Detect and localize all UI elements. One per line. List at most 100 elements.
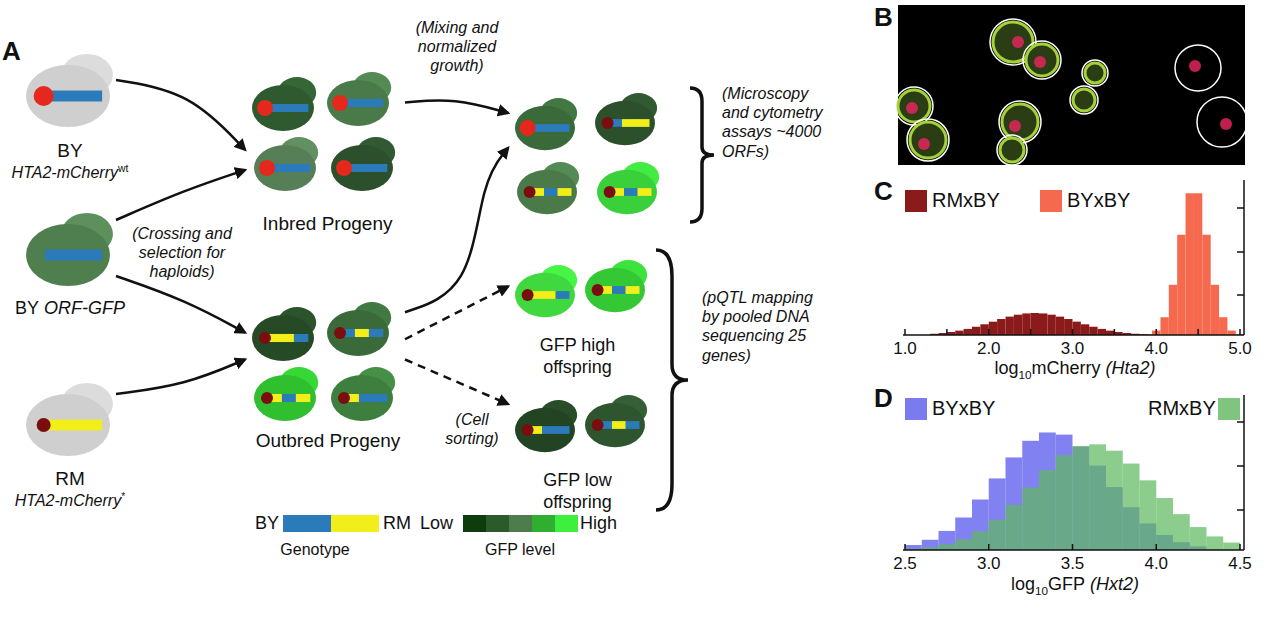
cell-body	[517, 170, 577, 214]
node-label: ORF-GFP	[44, 298, 125, 318]
label-text: 4.0	[1144, 554, 1168, 573]
histogram-bar	[1173, 514, 1190, 550]
legend-swatch	[905, 190, 927, 212]
text-line: 3.0	[964, 554, 1014, 574]
parent-strain: BYHTA2-mCherrywt	[22, 48, 116, 128]
text-line: HTA2-mCherry*	[0, 491, 140, 511]
text-line: Genotype	[265, 540, 365, 559]
genotype-bar	[556, 291, 570, 299]
text-line: 3.0	[1048, 339, 1098, 359]
node-label: BY	[57, 140, 82, 161]
histogram-bar	[1022, 441, 1039, 550]
label-text: 4.5	[1228, 554, 1252, 573]
label-text: 3.0	[977, 554, 1001, 573]
histogram-bar	[1056, 317, 1064, 335]
nucleus-signal	[1189, 60, 1201, 72]
label-text: C	[874, 176, 893, 206]
mixed-population: (Microscopy and cytometry assays ~4000 O…	[508, 85, 678, 225]
cell-body	[515, 273, 575, 317]
process-arrow	[405, 148, 508, 312]
histogram-bar	[1202, 235, 1210, 335]
node-label: GFP low offspring	[543, 470, 612, 512]
genotype-bar	[542, 426, 556, 434]
cell-body	[515, 408, 575, 452]
histogram-bar	[1047, 315, 1055, 335]
text-line: 4.0	[1131, 339, 1181, 359]
y-axis	[1243, 180, 1245, 335]
histone-marker	[524, 186, 536, 198]
text-line: (Cell sorting)	[436, 410, 508, 448]
cell-illustration	[245, 292, 405, 427]
x-axis	[903, 334, 1244, 336]
histone-marker	[37, 418, 51, 432]
histone-marker	[259, 160, 275, 176]
genotype-bar	[636, 119, 650, 127]
text-line: GFP level	[465, 540, 575, 559]
text-line: HTA2-mCherrywt	[0, 163, 140, 183]
histogram-bar	[1039, 432, 1056, 550]
cell-body	[585, 403, 645, 447]
cell-body	[597, 170, 657, 214]
node-label: HTA2-mCherry	[12, 164, 118, 181]
genotype-bar	[556, 426, 570, 434]
histogram-rmxby	[930, 313, 1156, 335]
node-label: HTA2-mCherry	[15, 492, 121, 509]
genotype-bar	[542, 291, 556, 299]
label-text: B	[874, 2, 893, 32]
bracket	[690, 88, 714, 222]
genotype-bar	[373, 394, 387, 402]
text-line: log10mCherry(Hta2)	[960, 358, 1190, 382]
label-text: 10	[1018, 368, 1031, 381]
label-text: High	[580, 513, 617, 533]
genotype-bar	[626, 286, 640, 294]
genotype-bar	[612, 421, 626, 429]
axis-tick	[1072, 544, 1074, 550]
text-line: GFP low offspring	[520, 470, 635, 513]
cell-body	[585, 268, 645, 312]
label-text: 3.0	[1061, 339, 1085, 358]
histone-marker	[522, 424, 534, 436]
label-text: (Mixing and normalized growth)	[416, 19, 499, 74]
nucleus-signal	[906, 102, 918, 114]
genotype-bar	[369, 329, 383, 337]
node-label: Outbred Progeny	[256, 430, 401, 451]
label-text: 4.0	[1144, 339, 1168, 358]
histogram-bar	[1186, 193, 1194, 335]
genotype-bar	[355, 329, 369, 337]
histogram-bar	[1194, 193, 1202, 335]
genotype-bar	[45, 250, 102, 261]
x-axis	[903, 549, 1244, 551]
text-line: (Mixing and normalized growth)	[408, 18, 506, 76]
axis-tick	[1156, 544, 1158, 550]
node-label: GFP high offspring	[540, 335, 616, 377]
segmentation-outline	[1070, 86, 1098, 114]
cell-body	[327, 310, 389, 356]
text-line: A	[2, 36, 32, 67]
legend-text: RM	[383, 513, 411, 535]
process-arrow	[116, 80, 245, 150]
genotype-bar	[612, 286, 626, 294]
text-line: 2.5	[880, 554, 930, 574]
axis-tick	[1237, 207, 1244, 209]
text-line: 5.0	[1215, 339, 1265, 359]
histogram-bar	[1022, 313, 1030, 335]
y-axis	[1243, 395, 1245, 550]
cell-illustration	[245, 62, 405, 197]
text-line: BY	[20, 140, 120, 163]
label-text: (pQTL mapping by pooled DNA sequencing 2…	[702, 289, 813, 364]
cell-body	[595, 101, 655, 145]
legend-text: BYxBY	[1067, 188, 1130, 212]
axis-tick	[1156, 329, 1158, 335]
label-text: Genotype	[280, 541, 349, 558]
nucleus-signal	[1009, 120, 1021, 132]
histone-marker	[604, 186, 616, 198]
histogram-bar	[939, 531, 956, 550]
histogram-bar	[1223, 543, 1240, 550]
histone-marker	[332, 95, 348, 111]
label-text: log	[994, 358, 1018, 378]
node-label: *	[121, 491, 125, 502]
cell-illustration	[22, 48, 116, 128]
process-arrow	[116, 276, 245, 333]
